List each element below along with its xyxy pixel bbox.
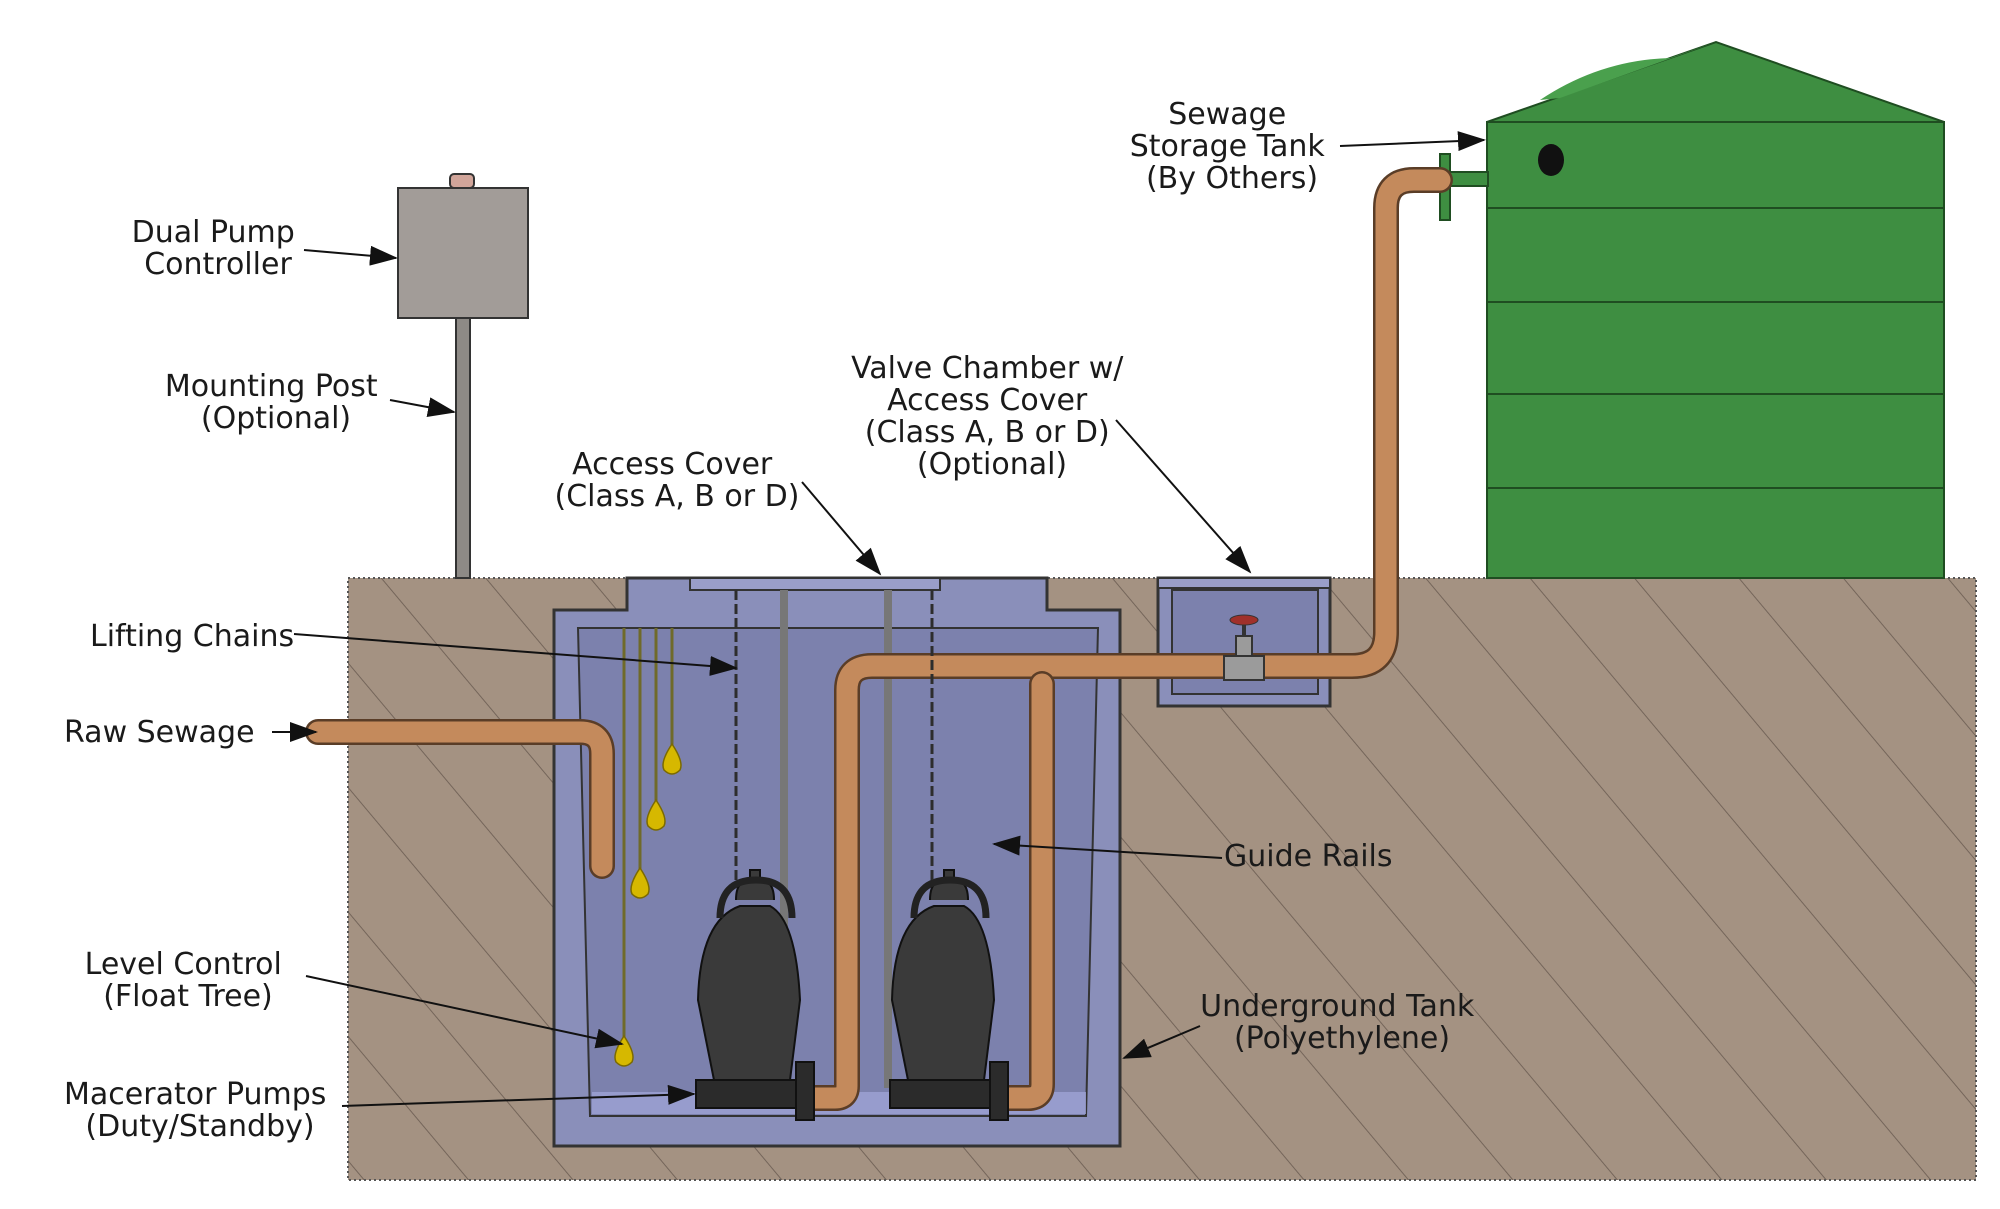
storage-tank	[1439, 40, 1945, 579]
float-tree	[614, 628, 682, 1067]
labels: Dual Pump Controller Mounting Post (Opti…	[64, 97, 1484, 1144]
pump-standby	[889, 869, 1009, 1121]
label-lifting-chains: Lifting Chains	[90, 619, 294, 654]
leader-lines	[272, 131, 1486, 1107]
label-valve-chamber: Valve Chamber w/ Access Cover (Class A, …	[851, 351, 1133, 482]
lifting-chains	[734, 590, 934, 880]
discharge-pipes	[305, 167, 1453, 1111]
guide-rails	[780, 590, 892, 1088]
label-storage-tank: Sewage Storage Tank (By Others)	[1130, 97, 1335, 196]
label-macerator-pumps: Macerator Pumps (Duty/Standby)	[64, 1077, 336, 1144]
label-underground-tank: Underground Tank (Polyethylene)	[1200, 989, 1484, 1056]
label-mounting-post: Mounting Post (Optional)	[165, 369, 387, 436]
controller-assembly	[397, 173, 529, 579]
label-guide-rails: Guide Rails	[1224, 839, 1393, 874]
gate-valve	[1223, 614, 1265, 681]
pump-duty	[695, 869, 815, 1121]
label-raw-sewage: Raw Sewage	[64, 715, 255, 750]
label-controller: Dual Pump Controller	[132, 215, 305, 282]
label-level-control: Level Control (Float Tree)	[85, 947, 292, 1014]
label-access-cover: Access Cover (Class A, B or D)	[555, 447, 800, 514]
